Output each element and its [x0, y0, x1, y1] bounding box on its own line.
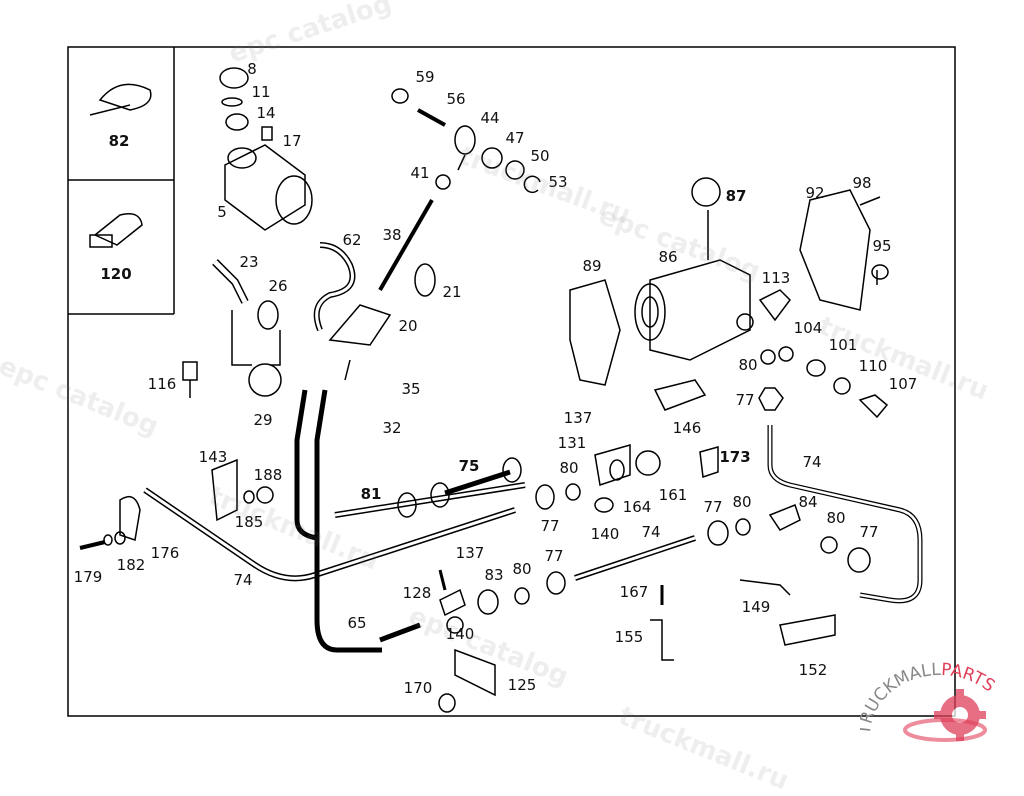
callout-83[interactable]: 83 — [484, 566, 504, 584]
callout-11[interactable]: 11 — [251, 83, 271, 101]
callout-20[interactable]: 20 — [398, 317, 418, 335]
callout-80[interactable]: 80 — [512, 560, 532, 578]
callout-17[interactable]: 17 — [282, 132, 302, 150]
parts-diagram — [67, 46, 956, 717]
callout-98[interactable]: 98 — [852, 174, 872, 192]
callout-38[interactable]: 38 — [382, 226, 402, 244]
callout-116[interactable]: 116 — [147, 375, 177, 393]
tool-29-icon — [248, 363, 282, 397]
callout-44[interactable]: 44 — [480, 109, 500, 127]
callout-59[interactable]: 59 — [415, 68, 435, 86]
clip-120-icon — [89, 213, 143, 248]
callout-50[interactable]: 50 — [530, 147, 550, 165]
logo-text-accent: PARTS — [940, 660, 998, 697]
callout-95[interactable]: 95 — [872, 237, 892, 255]
callout-104[interactable]: 104 — [793, 319, 823, 337]
callout-188[interactable]: 188 — [253, 466, 283, 484]
callout-56[interactable]: 56 — [446, 90, 466, 108]
callout-41[interactable]: 41 — [410, 164, 430, 182]
callout-77[interactable]: 77 — [703, 498, 723, 516]
callout-81[interactable]: 81 — [360, 485, 382, 503]
logo-text-main: TRUCKMALL — [860, 660, 942, 737]
callout-74[interactable]: 74 — [233, 571, 253, 589]
callout-128[interactable]: 128 — [402, 584, 432, 602]
callout-77[interactable]: 77 — [544, 547, 564, 565]
callout-53[interactable]: 53 — [548, 173, 568, 191]
callout-155[interactable]: 155 — [614, 628, 644, 646]
callout-74[interactable]: 74 — [641, 523, 661, 541]
callout-80[interactable]: 80 — [559, 459, 579, 477]
callout-23[interactable]: 23 — [239, 253, 259, 271]
callout-74[interactable]: 74 — [802, 453, 822, 471]
callout-77[interactable]: 77 — [735, 391, 755, 409]
callout-14[interactable]: 14 — [256, 104, 276, 122]
callout-140[interactable]: 140 — [445, 625, 475, 643]
callout-152[interactable]: 152 — [798, 661, 828, 679]
inset-label-82: 82 — [108, 132, 130, 150]
callout-173[interactable]: 173 — [719, 448, 751, 466]
callout-65[interactable]: 65 — [347, 614, 367, 632]
callout-113[interactable]: 113 — [761, 269, 791, 287]
callout-80[interactable]: 80 — [732, 493, 752, 511]
callout-87[interactable]: 87 — [725, 187, 747, 205]
clip-82-icon — [89, 83, 152, 116]
callout-80[interactable]: 80 — [826, 509, 846, 527]
callout-89[interactable]: 89 — [582, 257, 602, 275]
callout-75[interactable]: 75 — [458, 457, 480, 475]
callout-137[interactable]: 137 — [563, 409, 593, 427]
callout-101[interactable]: 101 — [828, 336, 858, 354]
callout-29[interactable]: 29 — [253, 411, 273, 429]
callout-146[interactable]: 146 — [672, 419, 702, 437]
callout-137[interactable]: 137 — [455, 544, 485, 562]
callout-140[interactable]: 140 — [590, 525, 620, 543]
callout-77[interactable]: 77 — [540, 517, 560, 535]
callout-179[interactable]: 179 — [73, 568, 103, 586]
callout-5[interactable]: 5 — [217, 203, 227, 221]
callout-143[interactable]: 143 — [198, 448, 228, 466]
compressor-86 — [634, 259, 754, 361]
callout-107[interactable]: 107 — [888, 375, 918, 393]
callout-170[interactable]: 170 — [403, 679, 433, 697]
callout-125[interactable]: 125 — [507, 676, 537, 694]
callout-185[interactable]: 185 — [234, 513, 264, 531]
callout-176[interactable]: 176 — [150, 544, 180, 562]
callout-35[interactable]: 35 — [401, 380, 421, 398]
callout-80[interactable]: 80 — [738, 356, 758, 374]
reservoir-5 — [219, 67, 356, 332]
callout-86[interactable]: 86 — [658, 248, 678, 266]
callout-62[interactable]: 62 — [342, 231, 362, 249]
callout-131[interactable]: 131 — [557, 434, 587, 452]
truckmallparts-logo: TRUCKMALLPARTS — [855, 650, 1024, 750]
callout-161[interactable]: 161 — [658, 486, 688, 504]
callout-110[interactable]: 110 — [858, 357, 888, 375]
gear-icon — [934, 689, 986, 741]
callout-47[interactable]: 47 — [505, 129, 525, 147]
inset-label-120: 120 — [100, 265, 132, 283]
callout-32[interactable]: 32 — [382, 419, 402, 437]
diagram-frame — [67, 46, 956, 717]
callout-84[interactable]: 84 — [798, 493, 818, 511]
callout-182[interactable]: 182 — [116, 556, 146, 574]
callout-149[interactable]: 149 — [741, 598, 771, 616]
callout-77[interactable]: 77 — [859, 523, 879, 541]
callout-8[interactable]: 8 — [247, 60, 257, 78]
callout-92[interactable]: 92 — [805, 184, 825, 202]
callout-164[interactable]: 164 — [622, 498, 652, 516]
callout-21[interactable]: 21 — [442, 283, 462, 301]
callout-167[interactable]: 167 — [619, 583, 649, 601]
callout-26[interactable]: 26 — [268, 277, 288, 295]
